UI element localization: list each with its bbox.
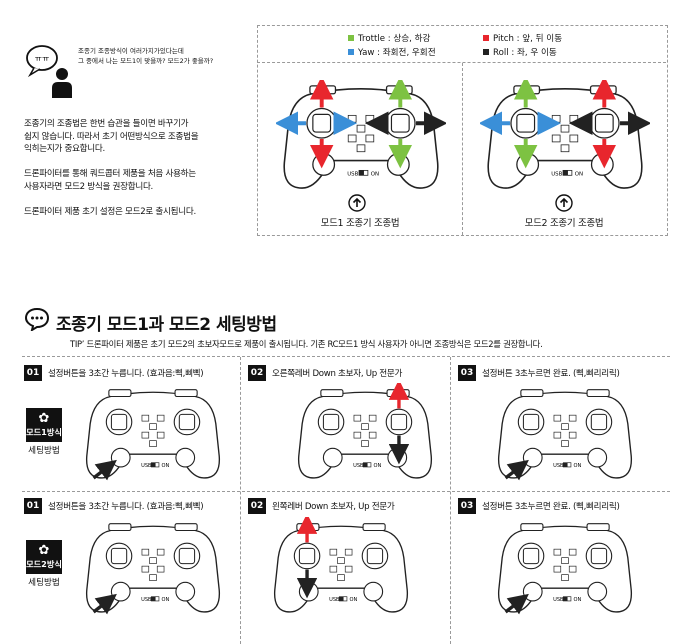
usb-label: USB <box>553 597 564 603</box>
legend-color <box>483 49 489 55</box>
intro-paragraph-3: 드론파이터 제품 초기 설정은 모드2로 출시됩니다. <box>24 207 196 217</box>
intro-question: 조종기 조종방식이 여러가지가있다는데 그 중에서 나는 모드1이 맞을까? 모… <box>78 47 214 65</box>
mode-divider <box>462 63 463 235</box>
press-arrow <box>504 459 529 481</box>
usb-label: USB <box>347 171 358 177</box>
intro-section: ㅠㅠ 조종기 조종방식이 여러가지가있다는데 그 중에서 나는 모드1이 맞을까… <box>24 40 254 230</box>
mode1-step-1-controller: USB ON <box>85 389 221 481</box>
on-label: ON <box>575 171 583 177</box>
gear-icon: ✿ <box>38 543 50 558</box>
confused-person-icon: ㅠㅠ <box>26 45 72 98</box>
settings-col-divider-2 <box>450 357 451 644</box>
chat-bubble-icon <box>24 307 50 331</box>
mode1-step-1-number: 01 <box>24 365 42 381</box>
mode1-step-3-label: 설정버튼 3초누르면 완료. (삑,삐리리릭) <box>482 369 620 379</box>
usb-label: USB <box>551 171 562 177</box>
mode1-controller-diagram: USB ON <box>276 80 446 189</box>
intro-paragraph-1: 조종기의 조종법은 한번 습관을 들이면 바꾸기가 쉽지 않습니다. 따라서 초… <box>24 119 199 154</box>
mode-comparison-box: Trottle : 상승, 하강 Pitch : 앞, 뒤 이동 Yaw : 좌… <box>257 25 668 236</box>
on-label: ON <box>371 171 379 177</box>
on-label: ON <box>373 463 381 469</box>
on-label: ON <box>161 597 169 603</box>
mode2-badge: ✿ 모드2방식 <box>26 540 62 574</box>
mode2-step-2-controller: USB ON <box>273 517 409 613</box>
usb-label: USB <box>329 597 340 603</box>
mode1-step-2-number: 02 <box>248 365 266 381</box>
gear-icon: ✿ <box>38 411 50 426</box>
usb-label: USB <box>141 463 152 469</box>
legend-color <box>483 35 489 41</box>
mode2-sub-label: 세팅방법 <box>28 578 60 588</box>
on-label: ON <box>573 463 581 469</box>
settings-middle-divider <box>22 491 670 492</box>
legend-color <box>348 49 354 55</box>
press-arrow <box>92 459 117 481</box>
legend-pitch: Pitch : 앞, 뒤 이동 <box>483 32 562 44</box>
mode1-step-1-label: 설정버튼을 3초간 누릅니다. (효과음:삑,삐삑) <box>48 369 204 379</box>
legend-roll: Roll : 좌, 우 이동 <box>483 46 557 58</box>
mode2-title: 모드2 조종기 조종법 <box>524 218 604 229</box>
mode2-step-1-label: 설정버튼을 3초간 누릅니다. (효과음:삑,삐삑) <box>48 502 204 512</box>
bubble-text: ㅠㅠ <box>35 54 50 63</box>
section-heading: 조종기 모드1과 모드2 세팅방법 <box>56 315 277 335</box>
mode1-step-3-controller: USB ON <box>497 389 633 481</box>
mode1-sub-label: 세팅방법 <box>28 446 60 456</box>
on-label: ON <box>161 463 169 469</box>
usb-label: USB <box>553 463 564 469</box>
settings-col-divider-1 <box>240 357 241 644</box>
legend-throttle: Trottle : 상승, 하강 <box>348 32 430 44</box>
on-label: ON <box>573 597 581 603</box>
mode2-step-2-label: 왼쪽레버 Down 초보자, Up 전문가 <box>272 502 395 512</box>
mode2-step-3-number: 03 <box>458 498 476 514</box>
settings-top-divider <box>22 356 670 357</box>
legend-color <box>348 35 354 41</box>
mode-legend-divider <box>257 62 666 63</box>
mode1-step-2-controller: USB ON <box>297 383 433 479</box>
legend-yaw: Yaw : 좌회전, 우회전 <box>348 46 436 58</box>
mode2-step-3-label: 설정버튼 3초누르면 완료. (삑,삐리리릭) <box>482 502 620 512</box>
mode2-step-1-controller: USB ON <box>85 523 221 615</box>
press-arrow <box>504 593 529 615</box>
mode1-badge: ✿ 모드1방식 <box>26 408 62 442</box>
usb-label: USB <box>353 463 364 469</box>
intro-paragraph-2: 드론파이터를 통해 쿼드콥터 제품을 처음 사용하는 사용자라면 모드2 방식을… <box>24 169 196 192</box>
mode1-up-icon <box>348 194 366 212</box>
on-label: ON <box>349 597 357 603</box>
usb-label: USB <box>141 597 152 603</box>
section-tip: TIP’ 드론파이터 제품은 초기 모드2의 초보자모드로 제품이 출시됩니다.… <box>70 339 543 349</box>
mode2-controller-diagram: USB ON <box>480 80 650 189</box>
mode2-step-1-number: 01 <box>24 498 42 514</box>
mode2-step-3-controller: USB ON <box>497 523 633 615</box>
press-arrow <box>92 593 117 615</box>
mode2-up-icon <box>555 194 573 212</box>
mode1-step-2-label: 오른쪽레버 Down 초보자, Up 전문가 <box>272 369 403 379</box>
mode2-step-2-number: 02 <box>248 498 266 514</box>
mode1-title: 모드1 조종기 조종법 <box>320 218 400 229</box>
mode1-step-3-number: 03 <box>458 365 476 381</box>
